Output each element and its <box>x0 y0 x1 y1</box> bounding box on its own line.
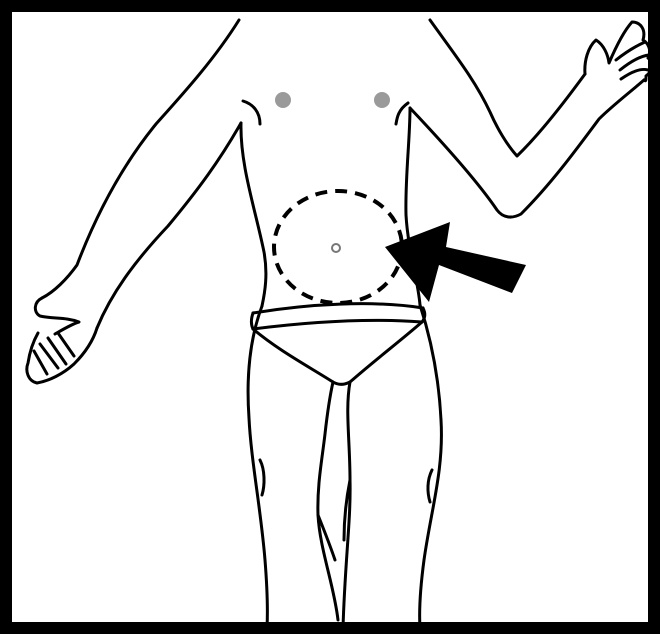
human-figure <box>27 20 652 628</box>
underwear-right-leg <box>350 322 422 382</box>
underwear-crotch <box>333 382 350 384</box>
right-knee-line <box>428 470 432 502</box>
right-arm-inner <box>410 80 644 217</box>
left-nipple <box>275 92 291 108</box>
underwear-left-edge <box>252 313 254 329</box>
chest-line <box>243 101 260 124</box>
right-nipple <box>374 92 390 108</box>
chest-line-right <box>396 103 408 124</box>
left-leg-outer <box>248 306 267 628</box>
navel <box>332 244 340 252</box>
left-knee-line <box>260 460 264 495</box>
underwear-waistband-top <box>253 304 423 313</box>
underwear-waistband-bottom <box>253 320 422 329</box>
arrow-icon <box>385 222 526 302</box>
right-hand-fingers <box>616 42 649 79</box>
right-shoulder-arm-outer <box>430 20 585 156</box>
underwear-left-leg <box>253 329 333 382</box>
left-leg-inner <box>318 382 338 620</box>
left-arm-inner <box>97 123 241 328</box>
torso-left-side <box>241 123 266 306</box>
right-leg-outer <box>420 305 442 628</box>
right-hand <box>585 22 652 81</box>
dashed-circle-zone <box>274 191 402 303</box>
